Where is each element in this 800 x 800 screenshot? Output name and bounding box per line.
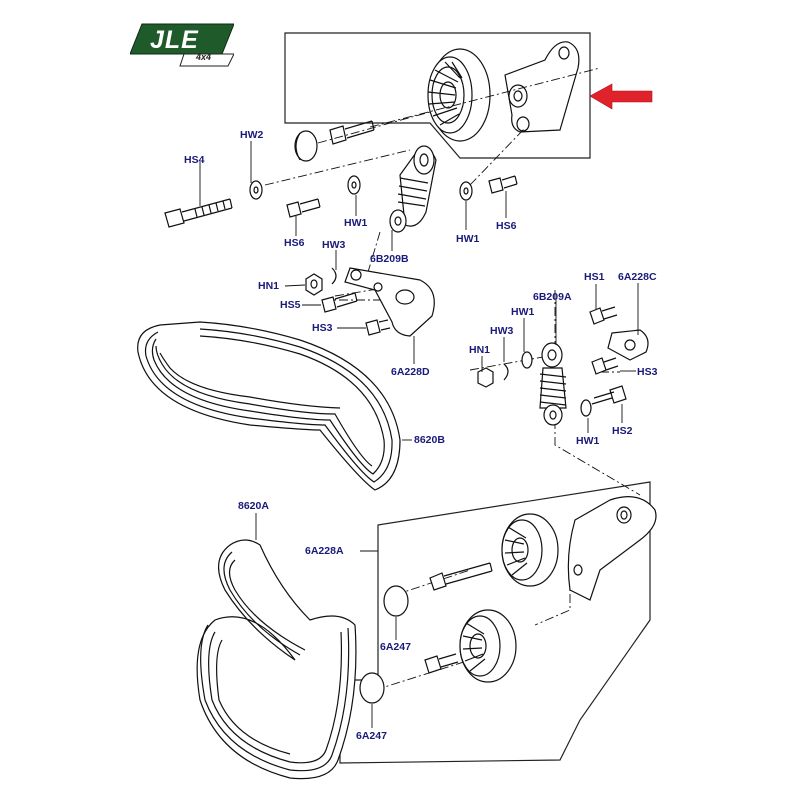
hw3-washer-a: [331, 267, 337, 285]
label-hw1-d: HW1: [576, 435, 600, 447]
label-hs5: HS5: [280, 299, 301, 311]
label-6a228c: 6A228C: [618, 271, 657, 283]
label-hw1-c: HW1: [511, 306, 535, 318]
hw3-washer-b: [503, 363, 509, 381]
label-6a247-a: 6A247: [380, 641, 411, 653]
label-6b209b: 6B209B: [370, 253, 409, 265]
bracket-6a228d: [344, 267, 435, 337]
hs3-bolt-a: [365, 319, 391, 336]
bottom-bracket: [567, 496, 657, 601]
label-8620a: 8620A: [238, 500, 269, 512]
tensioner-6b209a: [539, 342, 567, 426]
label-6a228a: 6A228A: [305, 545, 344, 557]
label-hs4: HS4: [184, 154, 205, 166]
label-6a228d: 6A228D: [391, 366, 430, 378]
bracket-6a228c: [607, 329, 649, 361]
top-frame-bolt: [329, 120, 375, 145]
pulley-upper-bottom: [501, 513, 559, 587]
label-hn1-b: HN1: [469, 344, 491, 356]
label-hn1-a: HN1: [258, 280, 280, 292]
logo-subtext: 4x4: [196, 52, 212, 62]
label-hs3-b: HS3: [637, 366, 658, 378]
cap-6a247-a: [383, 585, 409, 617]
label-8620b: 8620B: [414, 434, 445, 446]
top-callout-frame: [284, 32, 591, 159]
top-dust-cap: [294, 130, 318, 162]
hw1-washer-d: [580, 399, 592, 417]
hs3-bolt-b: [591, 357, 619, 375]
label-6a247-b: 6A247: [356, 730, 387, 742]
belt-8620b: [137, 321, 401, 491]
hs6-bolt-b: [488, 175, 518, 194]
hs5-bolt: [321, 292, 358, 313]
jle-logo: JLE 4x4: [130, 22, 234, 68]
cap-6a247-b: [359, 672, 385, 704]
hs1-bolt: [589, 306, 618, 325]
label-6b209a: 6B209A: [533, 291, 572, 303]
hs4-bolt: [164, 198, 233, 228]
hw1-washer-a: [347, 175, 361, 195]
label-hw1-b: HW1: [456, 233, 480, 245]
tensioner-6b209b: [389, 145, 437, 233]
top-bracket: [504, 41, 580, 133]
label-hs6-a: HS6: [284, 237, 305, 249]
label-hs1: HS1: [584, 271, 605, 283]
logo-badge: [130, 23, 234, 67]
hn1-nut-a: [305, 273, 323, 296]
hw1-washer-b: [459, 181, 473, 201]
bottom-long-bolt: [429, 562, 493, 591]
belt-8620a: [196, 539, 357, 780]
label-hw2: HW2: [240, 129, 264, 141]
logo-text: JLE: [150, 26, 199, 54]
label-hs6-b: HS6: [496, 220, 517, 232]
label-hs3-a: HS3: [312, 322, 333, 334]
label-hw3-b: HW3: [490, 325, 514, 337]
hw2-washer: [249, 180, 263, 200]
pulley-lower-bottom: [459, 609, 517, 683]
hn1-nut-b: [477, 367, 494, 388]
bottom-short-bolt: [424, 653, 459, 674]
label-hw3-a: HW3: [322, 239, 346, 251]
label-hs2: HS2: [612, 425, 633, 437]
hs2-bolt: [591, 385, 627, 405]
hs6-bolt-a: [286, 198, 321, 218]
label-hw1-a: HW1: [344, 217, 368, 229]
hw1-washer-c: [521, 351, 533, 369]
red-arrow: [589, 83, 653, 110]
top-idler-pulley: [427, 48, 491, 142]
